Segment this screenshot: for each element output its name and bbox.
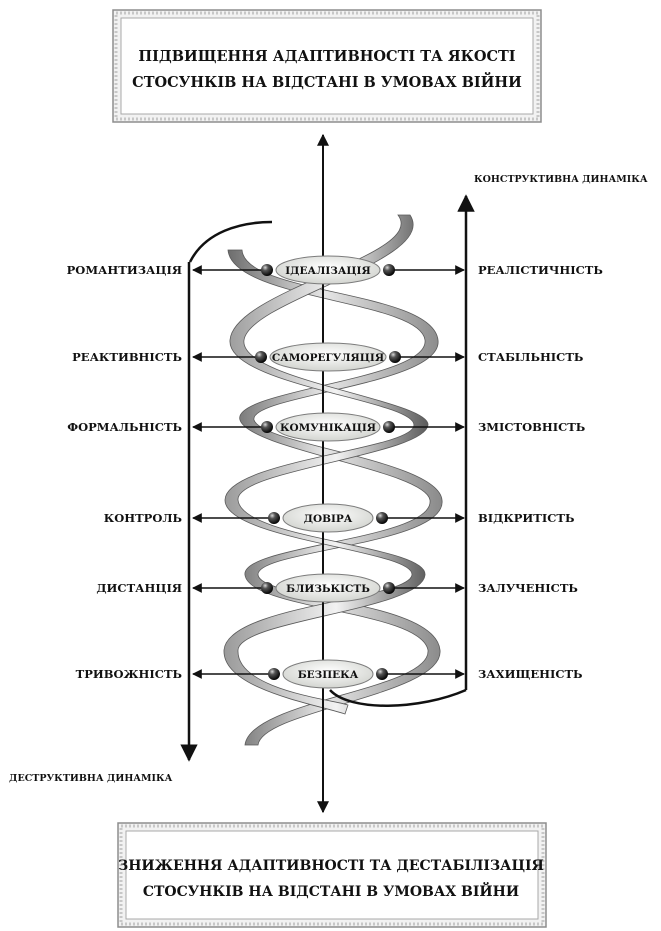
bottom-goal-line1: ЗНИЖЕННЯ АДАПТИВНОСТІ ТА ДЕСТАБІЛІЗАЦІЯ bbox=[118, 858, 544, 874]
right-node-ball bbox=[376, 668, 388, 680]
top-goal-box: ПІДВИЩЕННЯ АДАПТИВНОСТІ ТА ЯКОСТІ СТОСУН… bbox=[112, 9, 542, 123]
center-node-oval bbox=[275, 412, 381, 442]
left-pole-label: РОМАНТИЗАЦІЯ bbox=[67, 263, 182, 277]
center-node-label: ДОВІРА bbox=[304, 513, 353, 525]
bottom-goal-line2: СТОСУНКІВ НА ВІДСТАНІ В УМОВАХ ВІЙНИ bbox=[143, 881, 519, 900]
center-node-oval bbox=[275, 573, 381, 603]
left-pole-label: РЕАКТИВНІСТЬ bbox=[72, 350, 182, 364]
right-pole-label: ЗАЛУЧЕНІСТЬ bbox=[478, 581, 578, 595]
left-node-ball bbox=[255, 351, 267, 363]
center-node-oval bbox=[269, 342, 387, 372]
destructive-dynamics-label: ДЕСТРУКТИВНА ДИНАМІКА bbox=[9, 773, 173, 784]
right-node-ball bbox=[376, 512, 388, 524]
center-node-oval bbox=[282, 659, 374, 689]
center-node-label: КОМУНІКАЦІЯ bbox=[280, 422, 376, 434]
left-node-ball bbox=[261, 582, 273, 594]
center-node-label: САМОРЕГУЛЯЦІЯ bbox=[272, 352, 384, 364]
top-curve-line bbox=[188, 220, 273, 263]
left-node-ball bbox=[261, 421, 273, 433]
level-rows: ІДЕАЛІЗАЦІЯ РОМАНТИЗАЦІЯ РЕАЛІСТИЧНІСТЬ САМ… bbox=[67, 255, 603, 689]
center-node-label: БЕЗПЕКА bbox=[298, 669, 359, 681]
right-node-ball bbox=[389, 351, 401, 363]
right-pole-label: ЗМІСТОВНІСТЬ bbox=[478, 420, 585, 434]
right-node-ball bbox=[383, 264, 395, 276]
left-pole-label: КОНТРОЛЬ bbox=[104, 511, 182, 525]
right-node-ball bbox=[383, 582, 395, 594]
top-goal-line1: ПІДВИЩЕННЯ АДАПТИВНОСТІ ТА ЯКОСТІ bbox=[138, 48, 515, 65]
bottom-goal-box: ЗНИЖЕННЯ АДАПТИВНОСТІ ТА ДЕСТАБІЛІЗАЦІЯ … bbox=[117, 822, 547, 928]
center-node-label: ІДЕАЛІЗАЦІЯ bbox=[285, 265, 370, 277]
right-node-ball bbox=[383, 421, 395, 433]
left-pole-label: ДИСТАНЦІЯ bbox=[96, 581, 182, 595]
top-goal-line2: СТОСУНКІВ НА ВІДСТАНІ В УМОВАХ ВІЙНИ bbox=[132, 72, 522, 91]
center-node-oval bbox=[282, 503, 374, 533]
left-node-ball bbox=[268, 668, 280, 680]
center-node-label: БЛИЗЬКІСТЬ bbox=[286, 583, 370, 595]
center-node-oval bbox=[275, 255, 381, 285]
right-pole-label: РЕАЛІСТИЧНІСТЬ bbox=[478, 263, 603, 277]
right-pole-label: ВІДКРИТІСТЬ bbox=[478, 511, 574, 525]
left-pole-label: ТРИВОЖНІСТЬ bbox=[76, 667, 182, 681]
constructive-dynamics-label: КОНСТРУКТИВНА ДИНАМІКА bbox=[474, 174, 648, 185]
left-node-ball bbox=[268, 512, 280, 524]
bottom-curve-line bbox=[329, 688, 467, 707]
left-node-ball bbox=[261, 264, 273, 276]
right-pole-label: ЗАХИЩЕНІСТЬ bbox=[478, 667, 583, 681]
right-pole-label: СТАБІЛЬНІСТЬ bbox=[478, 350, 583, 364]
left-pole-label: ФОРМАЛЬНІСТЬ bbox=[67, 420, 182, 434]
